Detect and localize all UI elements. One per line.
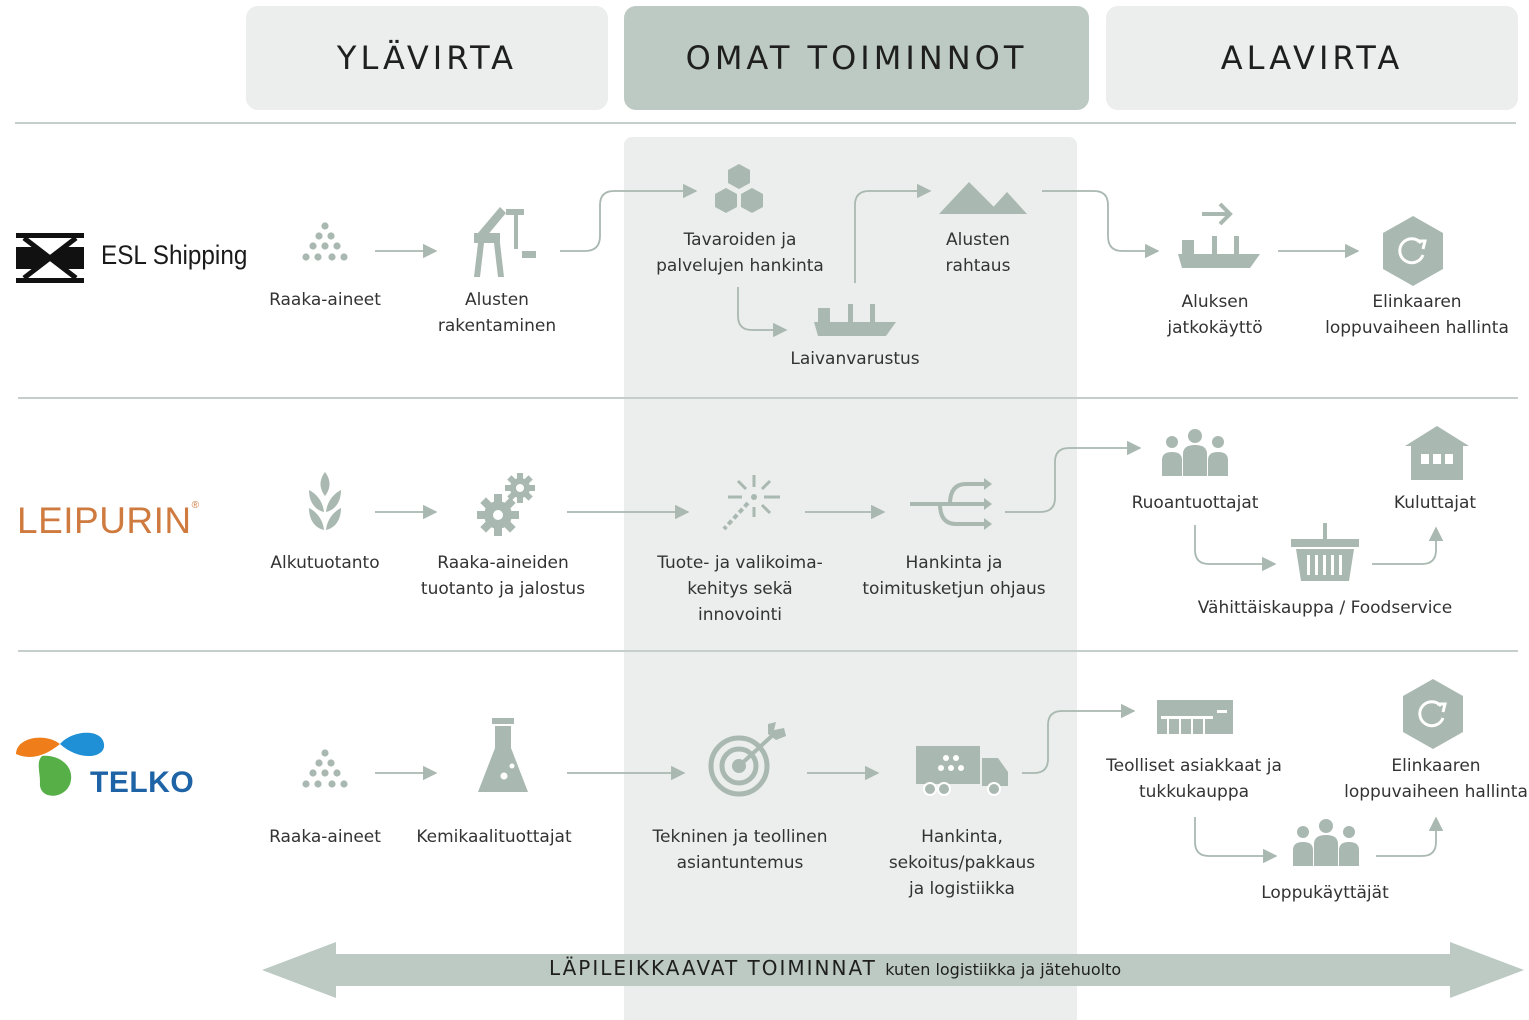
leipurin-registered-mark: ® xyxy=(191,500,200,511)
factory-icon xyxy=(1157,700,1233,734)
end-users-label: Loppukäyttäjät xyxy=(1261,883,1389,903)
people-group-icon xyxy=(1162,429,1228,476)
telko-logo-text: TELKO xyxy=(90,766,195,799)
target-icon xyxy=(708,722,786,797)
retail-label: Vähittäiskauppa / Foodservice xyxy=(1197,598,1453,618)
primary-production-label: Alkutuotanto xyxy=(270,553,380,573)
cross-cutting-label: LÄPILEIKKAAVAT TOIMINNAT kuten logistiik… xyxy=(549,956,1121,980)
basket-icon xyxy=(1291,523,1359,581)
arrow-telko-5 xyxy=(1194,817,1278,864)
lifecycle-icon xyxy=(1403,679,1463,749)
ship-icon xyxy=(814,304,896,336)
header-own-operations: OMAT TOIMINNOT xyxy=(624,6,1089,110)
arrow-esl-4 xyxy=(854,183,932,283)
expertise-label: Tekninen ja teollinen asiantuntemus xyxy=(652,827,828,873)
supply-label: Hankinta ja toimitusketjun ohjaus xyxy=(862,553,1046,599)
raw-materials-icon xyxy=(302,749,348,788)
procurement-label: Tavaroiden ja palvelujen hankinta xyxy=(656,230,824,276)
arrow-esl-2 xyxy=(560,183,698,252)
esl-logo-icon xyxy=(16,233,84,283)
header-downstream: ALAVIRTA xyxy=(1106,6,1518,110)
arrow-esl-5 xyxy=(1042,190,1160,259)
chartering-label: Alusten rahtaus xyxy=(945,230,1011,276)
arrow-leip-6 xyxy=(1372,526,1444,565)
people-group-icon xyxy=(1293,819,1359,866)
crane-icon xyxy=(474,207,536,277)
truck-icon xyxy=(916,746,1008,796)
own-operations-band xyxy=(624,137,1077,1020)
ship-reuse-label: Aluksen jatkokäyttö xyxy=(1167,292,1263,338)
outfitting-label: Laivanvarustus xyxy=(790,349,920,369)
cross-cutting-title: LÄPILEIKKAAVAT TOIMINNAT xyxy=(549,956,877,980)
logistics-label: Hankinta, sekoitus/pakkaus ja logistiikk… xyxy=(888,827,1036,899)
arrow-telko-6 xyxy=(1376,816,1444,857)
divider-leipurin-telko xyxy=(18,650,1518,652)
telko-logo-icon xyxy=(16,732,105,796)
esl-raw-materials-label: Raaka-aineet xyxy=(269,290,381,310)
arrow-leip-4 xyxy=(1005,440,1142,513)
divider-top xyxy=(15,122,1516,124)
supply-chain-icon xyxy=(910,478,992,530)
wheat-icon xyxy=(309,472,341,530)
shipbuilding-label: Alusten rakentaminen xyxy=(437,290,557,336)
telko-eol-label: Elinkaaren loppuvaiheen hallinta xyxy=(1344,756,1528,802)
consumers-label: Kuluttajat xyxy=(1393,493,1477,513)
telko-raw-materials-label: Raaka-aineet xyxy=(269,827,381,847)
leipurin-logo: LEIPURIN® xyxy=(17,500,200,542)
development-label: Tuote- ja valikoima- kehitys sekä innovo… xyxy=(657,553,823,625)
mountains-icon xyxy=(939,182,1027,214)
flask-icon xyxy=(478,718,528,792)
house-icon xyxy=(1405,426,1469,480)
leipurin-logo-text: LEIPURIN xyxy=(17,500,192,541)
arrow-telko-4 xyxy=(1022,703,1136,774)
cross-cutting-arrow xyxy=(262,942,1524,998)
raw-processing-label: Raaka-aineiden tuotanto ja jalostus xyxy=(420,553,586,599)
ship-reuse-icon xyxy=(1178,202,1260,268)
divider-esl-leipurin xyxy=(18,397,1518,399)
cross-cutting-subtitle: kuten logistiikka ja jätehuolto xyxy=(885,960,1122,979)
industrial-customers-label: Teolliset asiakkaat ja tukkukauppa xyxy=(1106,756,1282,802)
lifecycle-icon xyxy=(1383,216,1443,286)
esl-eol-label: Elinkaaren loppuvaiheen hallinta xyxy=(1325,292,1509,338)
hexagons-icon xyxy=(715,164,763,213)
food-producers-label: Ruoantuottajat xyxy=(1131,493,1259,513)
chemical-producers-label: Kemikaalituottajat xyxy=(416,827,572,847)
header-upstream: YLÄVIRTA xyxy=(246,6,608,110)
arrow-esl-3 xyxy=(737,287,788,338)
esl-logo-text: ESL Shipping xyxy=(101,240,248,270)
raw-materials-icon xyxy=(302,222,348,261)
gears-icon xyxy=(477,473,535,536)
arrow-leip-5 xyxy=(1194,525,1277,572)
magic-wand-icon xyxy=(722,475,780,531)
